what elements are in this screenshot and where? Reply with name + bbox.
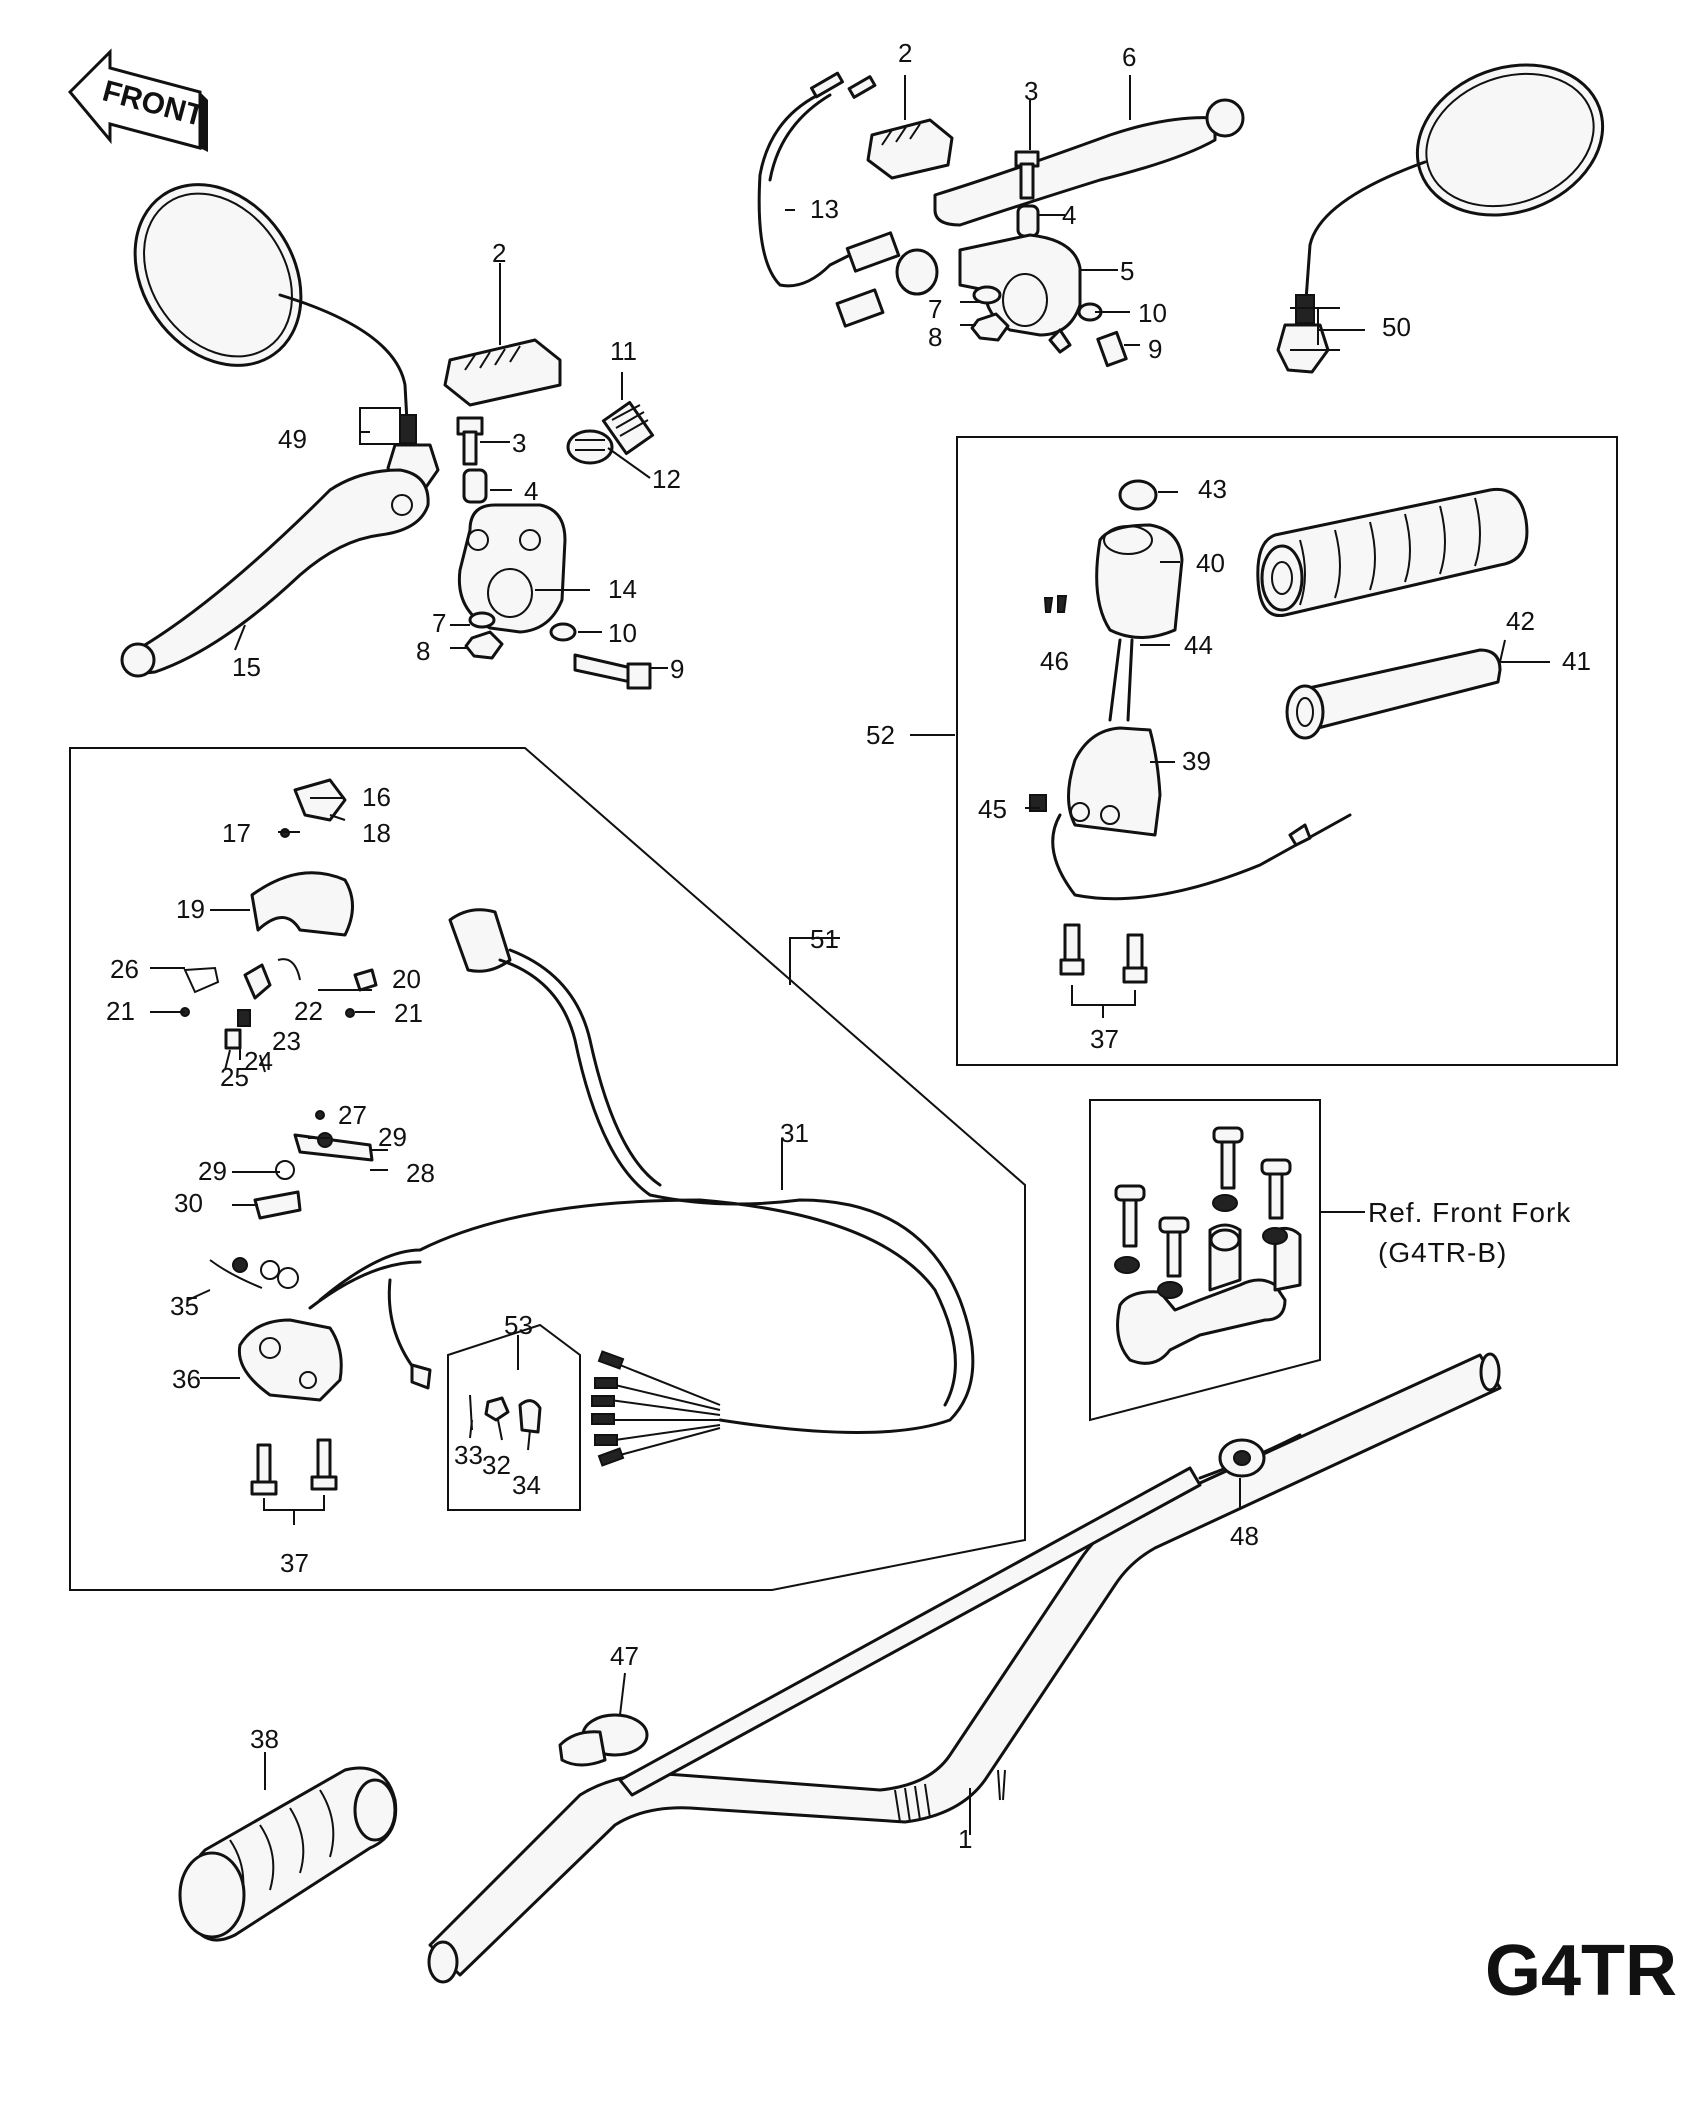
callout-25: 25 xyxy=(220,1062,249,1092)
callout-4-left: 4 xyxy=(524,476,538,506)
front-arrow: FRONT xyxy=(67,48,208,152)
callout-8-left: 8 xyxy=(416,636,430,666)
callout-35: 35 xyxy=(170,1291,199,1321)
switch-small-parts xyxy=(180,778,378,1289)
callout-17: 17 xyxy=(222,818,251,848)
callout-labels: 1 2 2 3 3 4 4 5 6 7 7 8 8 9 9 10 10 11 1… xyxy=(106,38,1591,1854)
callout-47: 47 xyxy=(610,1641,639,1671)
callout-44: 44 xyxy=(1184,630,1213,660)
throttle-grip xyxy=(1256,487,1529,618)
callout-29-left: 29 xyxy=(198,1156,227,1186)
callout-40: 40 xyxy=(1196,548,1225,578)
right-switch-housing xyxy=(866,118,954,180)
callout-45: 45 xyxy=(978,794,1007,824)
callout-20: 20 xyxy=(392,964,421,994)
callout-42: 42 xyxy=(1506,606,1535,636)
callout-34: 34 xyxy=(512,1470,541,1500)
leader-lines xyxy=(150,75,1550,1835)
callout-6: 6 xyxy=(1122,42,1136,72)
right-mirror xyxy=(1276,63,1605,374)
left-switch-housing xyxy=(443,338,562,407)
callout-18: 18 xyxy=(362,818,391,848)
callout-26: 26 xyxy=(110,954,139,984)
handlebar xyxy=(427,1352,1502,1984)
callout-3-right: 3 xyxy=(1024,76,1038,106)
callout-10-left: 10 xyxy=(608,618,637,648)
left-grip xyxy=(178,1766,398,1942)
callout-19: 19 xyxy=(176,894,205,924)
callout-10-right: 10 xyxy=(1138,298,1167,328)
callout-24: 24 xyxy=(244,1046,273,1076)
callout-23: 23 xyxy=(272,1026,301,1056)
throttle-screws xyxy=(1059,923,1148,984)
callout-29-right: 29 xyxy=(378,1122,407,1152)
callout-15: 15 xyxy=(232,652,261,682)
callout-7-right: 7 xyxy=(928,294,942,324)
callout-27: 27 xyxy=(338,1100,367,1130)
callout-16: 16 xyxy=(362,782,391,812)
callout-2-left: 2 xyxy=(492,238,506,268)
callout-1: 1 xyxy=(958,1824,972,1854)
callout-2-right: 2 xyxy=(898,38,912,68)
callout-4-right: 4 xyxy=(1062,200,1076,230)
switch-screws xyxy=(250,1438,338,1496)
switch-assembly-box xyxy=(69,747,1026,1591)
callout-39: 39 xyxy=(1182,746,1211,776)
left-mirror xyxy=(133,183,440,492)
callout-21-right: 21 xyxy=(394,998,423,1028)
callout-50: 50 xyxy=(1382,312,1411,342)
brake-switch-cable xyxy=(757,71,939,328)
right-fasteners xyxy=(970,285,1128,368)
clutch-lever xyxy=(120,468,430,678)
callout-12: 12 xyxy=(652,464,681,494)
callout-48: 48 xyxy=(1230,1521,1259,1551)
callout-28: 28 xyxy=(406,1158,435,1188)
callout-22: 22 xyxy=(294,996,323,1026)
callout-31: 31 xyxy=(780,1118,809,1148)
cable-adjuster xyxy=(566,400,655,465)
wiring-harness xyxy=(308,908,975,1467)
callout-38: 38 xyxy=(250,1724,279,1754)
callout-43: 43 xyxy=(1198,474,1227,504)
callout-13: 13 xyxy=(810,194,839,224)
callout-37-right: 37 xyxy=(1090,1024,1119,1054)
callout-37-left: 37 xyxy=(280,1548,309,1578)
switch-housing-lower xyxy=(237,1318,343,1402)
brake-holder xyxy=(958,233,1082,354)
callout-9-left: 9 xyxy=(670,654,684,684)
callout-5: 5 xyxy=(1120,256,1134,286)
callout-8-right: 8 xyxy=(928,322,942,352)
callout-14: 14 xyxy=(608,574,637,604)
front-brake-lever xyxy=(933,98,1245,227)
callout-51: 51 xyxy=(810,924,839,954)
model-code: G4TR xyxy=(1485,1931,1677,2011)
front-fork-reference-box: Ref. Front Fork (G4TR-B) xyxy=(1089,1099,1571,1422)
callout-46: 46 xyxy=(1040,646,1069,676)
callout-21-left: 21 xyxy=(106,996,135,1026)
callout-36: 36 xyxy=(172,1364,201,1394)
callout-3-left: 3 xyxy=(512,428,526,458)
callout-9-right: 9 xyxy=(1148,334,1162,364)
callout-33: 33 xyxy=(454,1440,483,1470)
callout-11: 11 xyxy=(610,336,637,366)
callout-7-left: 7 xyxy=(432,608,446,638)
throttle-assembly-box xyxy=(956,436,1618,1066)
callout-32: 32 xyxy=(482,1450,511,1480)
reference-line-1: Ref. Front Fork xyxy=(1368,1197,1571,1228)
throttle-housing xyxy=(1029,479,1352,901)
callout-49: 49 xyxy=(278,424,307,454)
reference-line-2: (G4TR-B) xyxy=(1378,1237,1507,1268)
callout-52: 52 xyxy=(866,720,895,750)
left-pivot-bolt xyxy=(456,416,488,504)
callout-53: 53 xyxy=(504,1310,533,1340)
throttle-sleeve xyxy=(1285,648,1502,740)
callout-41: 41 xyxy=(1562,646,1591,676)
callout-30: 30 xyxy=(174,1188,203,1218)
left-fasteners xyxy=(464,611,652,690)
clutch-holder xyxy=(457,503,567,634)
